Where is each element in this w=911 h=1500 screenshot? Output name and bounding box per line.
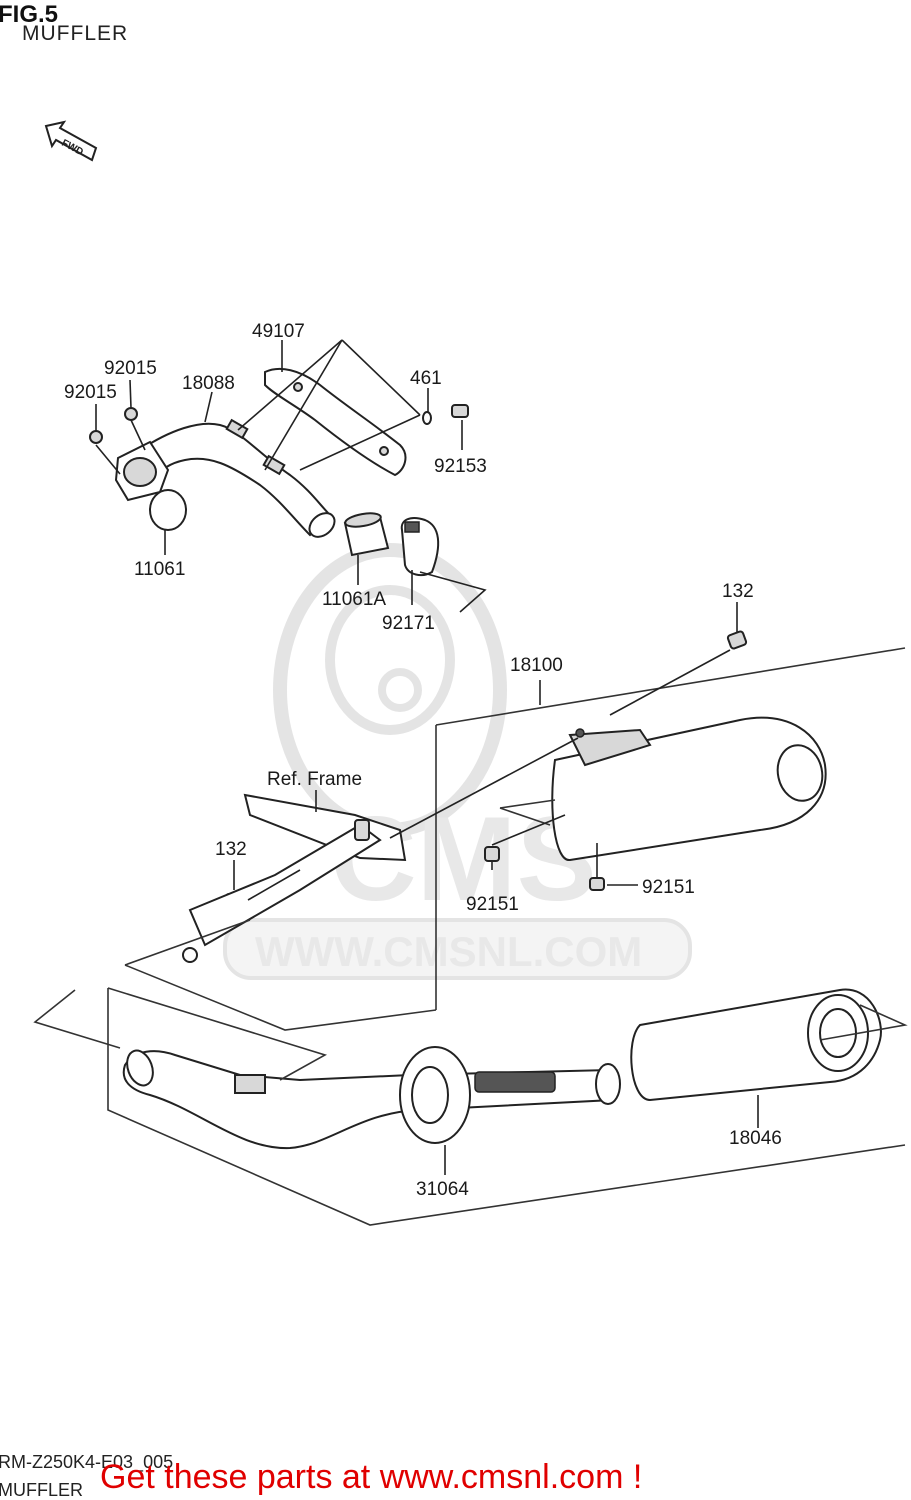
exploded-view-outline [33,647,908,1226]
washer-461 [422,411,432,425]
callout-92015-top: 92015 [104,358,157,379]
callout-92151-right: 92151 [642,877,695,898]
nut-92015-a [89,430,103,444]
nut-92015-b [124,407,138,421]
fwd-arrow-icon: FWD [44,120,98,162]
callout-92015-left: 92015 [64,382,117,403]
callout-18046: 18046 [729,1128,782,1149]
promo-banner[interactable]: Get these parts at www.cmsnl.com ! [100,1458,642,1496]
clamp-92171 [400,517,440,577]
bolt-92153 [451,404,469,418]
callout-132-top: 132 [722,581,754,602]
callout-132-frame: 132 [215,839,247,860]
diagram-code: RM-Z250K4-E03_005 [0,1452,173,1473]
callout-18088: 18088 [182,373,235,394]
muffler-assy-18100 [551,716,827,861]
heat-guard-49107 [264,367,407,477]
watermark-logo: CMS WWW.CMSNL.COM [223,543,692,980]
callout-31064: 31064 [416,1179,469,1200]
gasket-11061 [149,489,187,531]
inner-pipe [122,1049,621,1150]
callout-11061A: 11061A [322,589,386,610]
callout-11061: 11061 [134,559,185,580]
callout-92171: 92171 [382,613,435,634]
leader-lines [95,339,759,1175]
spark-arrester-31064 [399,1046,471,1144]
frame-bracket [182,793,407,963]
callout-49107: 49107 [252,321,305,342]
bolt-132-top [726,630,748,650]
callout-461: 461 [410,368,442,389]
fig-title: FIG.5 [0,1,58,28]
callout-92153: 92153 [434,456,487,477]
callout-92151-left: 92151 [466,894,519,915]
diagram-subtitle: MUFFLER [22,22,128,45]
joint-11061A [343,512,390,557]
callout-ref-frame: Ref. Frame [267,769,362,790]
watermark-url: WWW.CMSNL.COM [255,928,642,975]
callout-18100: 18100 [510,655,563,676]
silencer-cover-18046 [630,988,882,1102]
exhaust-pipe-18088 [114,418,336,538]
bolt-92151-a [484,846,500,862]
bolt-92151-b [589,877,605,891]
footer-caption: MUFFLER [0,1480,83,1500]
